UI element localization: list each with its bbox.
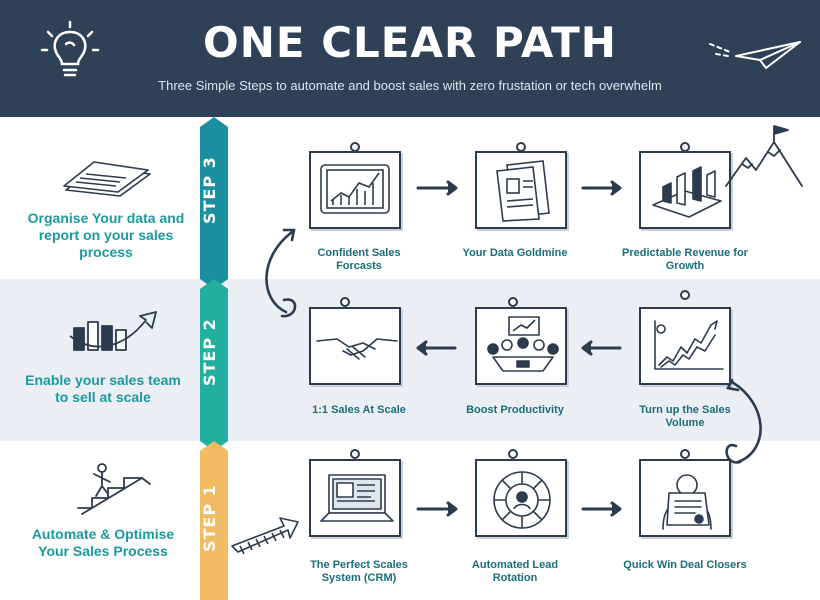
tablet-chart-icon: [320, 164, 390, 214]
documents-icon: [63, 161, 151, 197]
card-caption-perfect-scales-system: The Perfect Scales System (CRM): [310, 559, 408, 584]
card-pin: [340, 297, 350, 307]
lightbulb-icon: [40, 20, 100, 77]
step-progress-arrow: [200, 117, 228, 600]
card-pin: [516, 142, 526, 152]
card-pin: [508, 449, 518, 459]
step-1-description: Automate & Optimise Your Sales Process: [31, 526, 175, 559]
card-perfect-scales-system: [309, 459, 401, 537]
card-quick-win-deal-closers: [639, 459, 731, 537]
laptop-crm-icon: [320, 474, 394, 522]
card-caption-1-1-sales-at-scale: 1:1 Sales At Scale: [312, 404, 406, 416]
card-boost-productivity: [475, 307, 567, 385]
card-pin: [350, 449, 360, 459]
card-caption-predictable-revenue: Predictable Revenue for Growth: [622, 247, 748, 272]
paper-plane-icon: [709, 41, 801, 69]
handshake-icon: [316, 338, 398, 360]
card-caption-confident-sales-forcasts: Confident Sales Forcasts: [317, 247, 401, 272]
signed-contract-icon: [662, 474, 712, 530]
3d-bar-chart-icon: [652, 166, 722, 218]
mountain-flag-icon: [725, 125, 803, 187]
card-pin: [350, 142, 360, 152]
card-pin: [508, 297, 518, 307]
step-2-description: Enable your sales team to sell at scale: [25, 372, 181, 405]
card-caption-boost-productivity: Boost Productivity: [466, 404, 564, 416]
card-your-data-goldmine: [475, 151, 567, 229]
card-pin: [680, 290, 690, 300]
card-pin: [680, 449, 690, 459]
card-caption-quick-win-deal-closers: Quick Win Deal Closers: [623, 559, 747, 571]
profile-document-icon: [496, 160, 550, 222]
growth-chart-icon: [69, 311, 157, 351]
card-predictable-revenue: [639, 151, 731, 229]
card-1-1-sales-at-scale: [309, 307, 401, 385]
card-turn-up-sales-volume: [639, 307, 731, 385]
meeting-room-icon: [487, 316, 559, 372]
card-automated-lead-rotation: [475, 459, 567, 537]
card-caption-your-data-goldmine: Your Data Goldmine: [462, 247, 568, 259]
card-caption-automated-lead-rotation: Automated Lead Rotation: [471, 559, 559, 584]
climbing-stairs-icon: [77, 463, 151, 515]
card-caption-turn-up-sales-volume: Turn up the Sales Volume: [639, 404, 731, 429]
step-3-description: Organise Your data and report on your sa…: [27, 210, 185, 260]
card-confident-sales-forcasts: [309, 151, 401, 229]
rising-line-chart-icon: [654, 320, 724, 370]
header-banner: ONE CLEAR PATH Three Simple Steps to aut…: [0, 0, 820, 117]
rotation-wheel-icon: [493, 471, 551, 529]
card-pin: [680, 142, 690, 152]
page-subtitle: Three Simple Steps to automate and boost…: [158, 78, 662, 93]
page-title: ONE CLEAR PATH: [203, 18, 617, 67]
